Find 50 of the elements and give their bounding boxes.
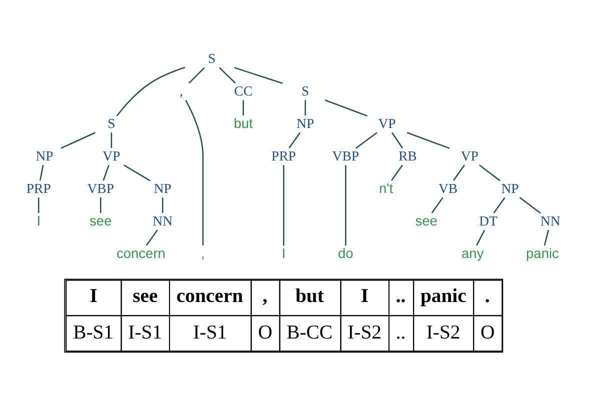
node-text: VBP (87, 180, 114, 196)
node-text: VBP (332, 148, 360, 163)
node-text: see (90, 212, 112, 228)
node-text: , (201, 245, 205, 260)
node-text: NP (296, 115, 314, 130)
node-text: n't (378, 180, 394, 196)
label: B-CC (286, 320, 333, 343)
node-text: PRP (271, 148, 296, 163)
node-text: NP (154, 180, 172, 196)
node-text: NP (36, 148, 54, 163)
label: O (480, 320, 495, 343)
label: I-S1 (128, 320, 162, 343)
label: I (360, 284, 369, 306)
node-text: I (36, 212, 41, 228)
label: I-S1 (193, 320, 228, 343)
node-text: NN (540, 212, 560, 228)
node-text: concern (116, 245, 166, 260)
label: B-S1 (73, 320, 114, 343)
label: I-S2 (426, 320, 460, 343)
node-text: S (108, 115, 116, 130)
node-text: , (180, 82, 184, 98)
node-text: S (208, 50, 216, 66)
label: concern (176, 284, 244, 306)
label: , (262, 284, 268, 306)
node-text: any (462, 245, 484, 260)
label: .. (396, 284, 406, 306)
node-text: do (338, 245, 354, 260)
node-text: PRP (26, 180, 51, 196)
label: see (132, 284, 158, 306)
node-text: VP (460, 148, 478, 163)
node-text: I (282, 245, 286, 260)
node-text: see (415, 212, 438, 228)
node-text: NN (152, 212, 173, 228)
node-text: DT (479, 212, 498, 228)
label: panic (420, 284, 466, 306)
label: but (295, 284, 324, 306)
node-text: RB (398, 148, 417, 163)
node-text: NP (501, 180, 519, 196)
node-text: VP (378, 115, 396, 130)
node-text: S (301, 82, 310, 98)
node-text: panic (526, 245, 559, 260)
label: .. (396, 320, 406, 343)
node-text: CC (234, 82, 253, 98)
node-text: VP (102, 148, 120, 163)
label: O (258, 320, 272, 343)
node-text: but (234, 115, 253, 130)
label: . (484, 284, 490, 306)
label: I-S2 (348, 320, 382, 343)
node-text: VB (438, 180, 458, 196)
label: I (90, 284, 98, 306)
